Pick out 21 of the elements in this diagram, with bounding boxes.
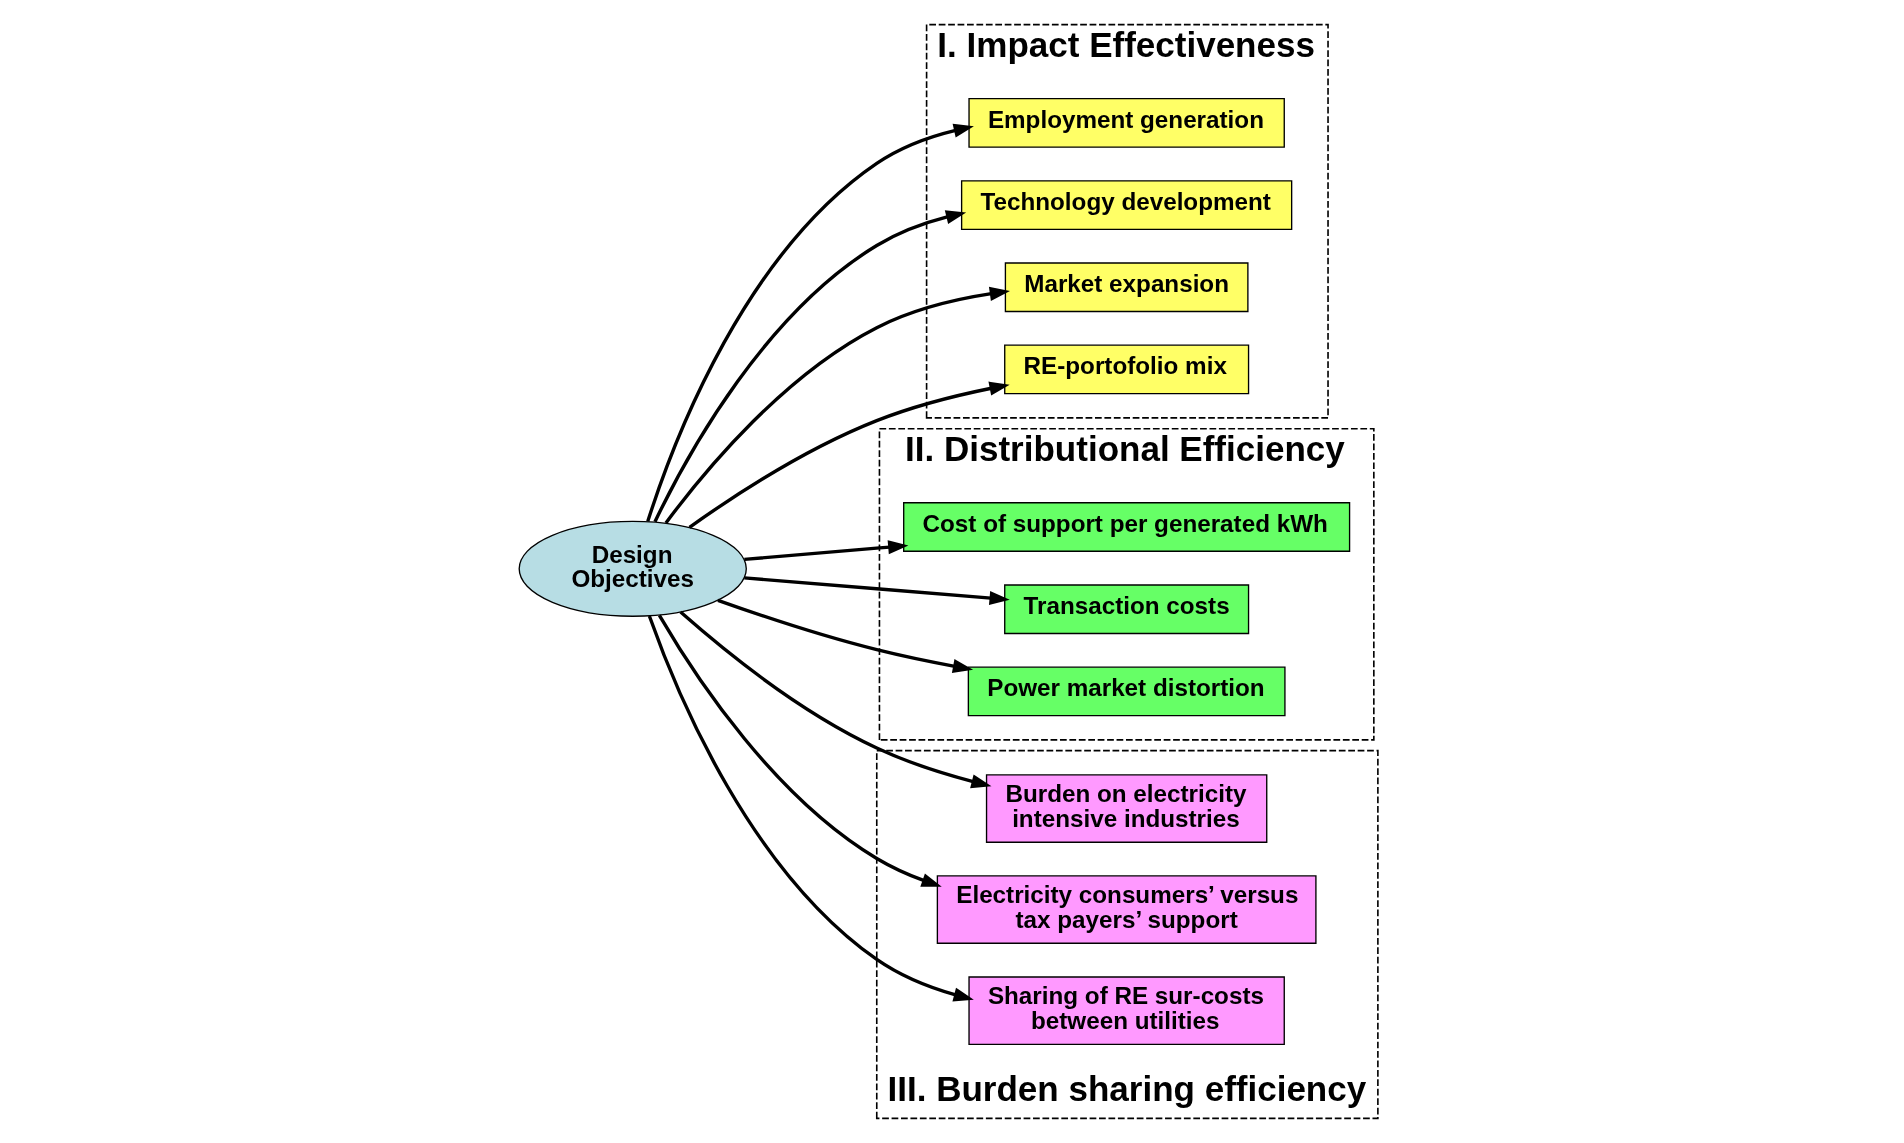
node-box: Sharing of RE sur-costs between utilities — [968, 976, 1285, 1045]
arrow — [744, 540, 909, 562]
node-box: Market expansion — [1004, 262, 1249, 313]
node-box: Cost of support per generated kWh — [903, 502, 1351, 552]
arrow — [717, 598, 974, 674]
arrow — [744, 576, 1010, 606]
arrow — [664, 286, 1010, 524]
node-box: Technology development — [960, 180, 1293, 230]
node-ellipse: Design Objectives — [518, 520, 747, 617]
arrow — [657, 614, 942, 887]
arrow — [647, 615, 974, 1002]
arrow — [646, 123, 974, 522]
node-box: Burden on electricity intensive industries — [985, 774, 1268, 843]
arrow — [679, 610, 992, 789]
node-box: Power market distortion — [967, 666, 1286, 717]
node-box: Transaction costs — [1004, 584, 1250, 635]
node-box: Electricity consumers’ versus tax payers’ support — [936, 875, 1317, 944]
arrow — [653, 210, 967, 523]
arrow — [688, 381, 1010, 529]
node-box: RE-portofolio mix — [1004, 344, 1250, 395]
node-box: Employment generation — [968, 98, 1285, 148]
